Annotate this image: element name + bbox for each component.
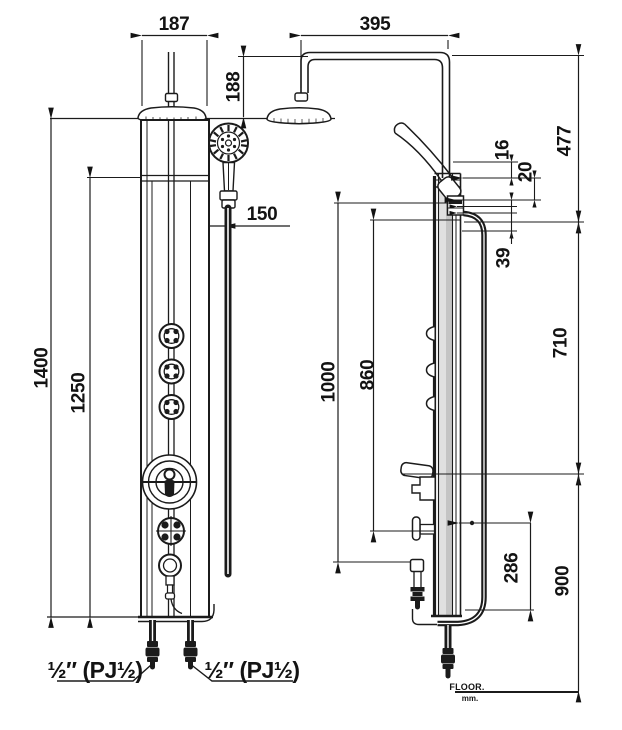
dim-150-label: 150 xyxy=(247,204,278,225)
dim-39-label: 39 xyxy=(494,248,515,269)
dim-187-label: 187 xyxy=(159,14,190,35)
supply-pipe-right xyxy=(183,620,198,670)
front-view xyxy=(137,52,249,670)
dim-286: 286 xyxy=(447,511,534,622)
body-jet-bottom xyxy=(158,394,185,420)
hand-shower-holder xyxy=(446,195,465,216)
floor-unit-label: mm. xyxy=(462,694,478,703)
dim-188-label: 188 xyxy=(224,72,245,103)
front-shower-rod xyxy=(164,52,179,107)
dim-477-label: 477 xyxy=(555,126,576,157)
dim-1400-label: 1400 xyxy=(32,347,53,388)
side-arm-collar xyxy=(294,92,309,102)
dim-16-label: 16 xyxy=(493,140,514,161)
inlet-label-left: ½″ (PJ½) xyxy=(47,657,152,683)
dim-187: 187 xyxy=(130,14,219,106)
dim-860: 860 xyxy=(358,208,460,543)
dim-20: 20 xyxy=(451,162,541,208)
hand-shower-side xyxy=(393,122,465,216)
mixer-lever-side xyxy=(400,461,435,501)
dim-477: 477 xyxy=(452,44,584,234)
inlet-label-right: ½″ (PJ½) xyxy=(191,657,300,683)
hand-shower-hose-side xyxy=(437,210,487,627)
floor-label: FLOOR. xyxy=(449,682,484,692)
dim-395-label: 395 xyxy=(360,14,392,35)
dim-900-label: 900 xyxy=(553,566,574,597)
hand-shower-front xyxy=(208,122,249,209)
dim-710: 710 xyxy=(464,210,584,486)
dim-39: 39 xyxy=(444,192,541,269)
diverter-knob-side xyxy=(411,516,436,541)
front-panel-bottom xyxy=(138,604,215,623)
dim-20-label: 20 xyxy=(516,162,537,183)
dim-860-label: 860 xyxy=(358,360,379,391)
cross-knob xyxy=(156,516,186,546)
dim-286-label: 286 xyxy=(502,553,523,584)
dim-188: 188 xyxy=(224,45,308,129)
side-view xyxy=(266,51,487,679)
side-bottom-tray xyxy=(411,609,437,626)
side-panel-slab xyxy=(431,172,462,618)
floor-line-group: FLOOR. mm. xyxy=(449,682,579,703)
dim-1000: 1000 xyxy=(319,191,455,574)
side-jet-bumps xyxy=(425,325,435,412)
dim-1400: 1400 xyxy=(32,107,139,628)
lower-outlet-elbow xyxy=(409,558,425,610)
inlet-right-label: ½″ (PJ½) xyxy=(204,657,299,683)
side-shower-head xyxy=(266,107,332,125)
dim-1000-label: 1000 xyxy=(319,361,340,402)
dim-710-label: 710 xyxy=(551,328,572,359)
supply-pipe-left xyxy=(145,620,160,670)
dim-1250-label: 1250 xyxy=(69,372,90,413)
dim-395: 395 xyxy=(289,14,460,88)
dim-900: 900 xyxy=(402,462,584,703)
dim-16: 16 xyxy=(453,140,518,186)
diverter-knob xyxy=(141,454,198,510)
inlet-left-label: ½″ (PJ½) xyxy=(47,657,142,683)
body-jet-middle xyxy=(158,358,185,385)
body-jet-top xyxy=(158,323,185,349)
side-arm-pipe xyxy=(300,51,451,178)
dim-1250: 1250 xyxy=(69,166,140,628)
lower-knob-spout xyxy=(158,553,183,615)
supply-pipe-side xyxy=(441,625,455,679)
